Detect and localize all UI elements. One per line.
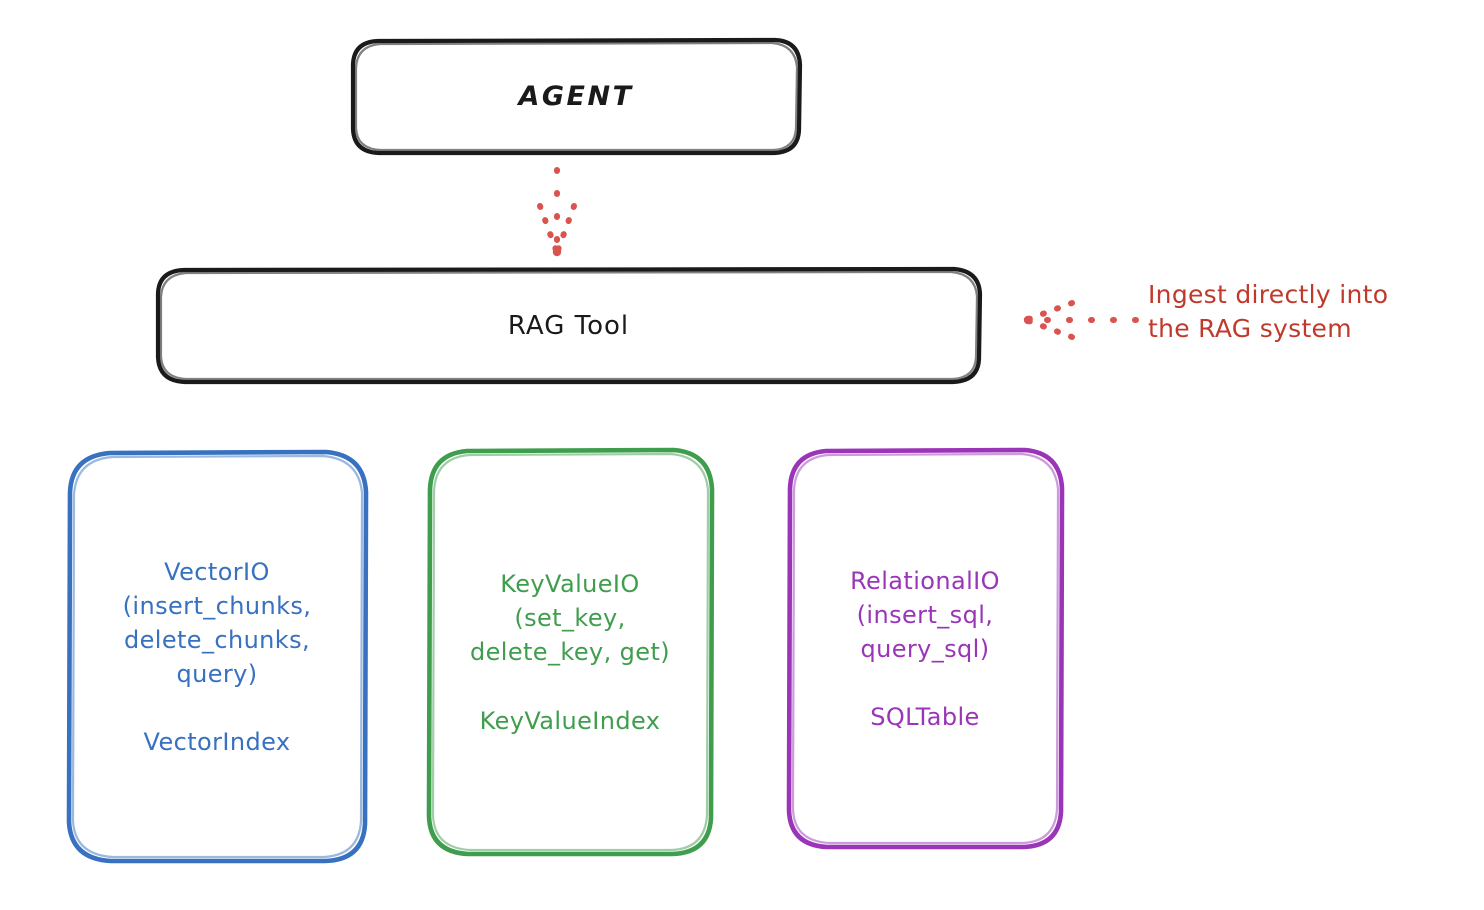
node-rag-tool[interactable]: RAG Tool bbox=[157, 269, 980, 383]
node-agent[interactable]: AGENT bbox=[352, 40, 800, 154]
node-keyvalue-io-label: KeyValueIO (set_key, delete_key, get) Ke… bbox=[469, 570, 671, 735]
annotation-ingest-label: Ingest directly into the RAG system bbox=[1148, 280, 1389, 343]
node-rag-tool-label: RAG Tool bbox=[507, 310, 630, 341]
node-vector-io[interactable]: VectorIO (insert_chunks, delete_chunks, … bbox=[68, 452, 366, 862]
annotation-to-rag-connector bbox=[1023, 300, 1139, 340]
node-relational-io[interactable]: RelationalIO (insert_sql, query_sql) SQL… bbox=[788, 450, 1062, 848]
agent-to-rag-connector bbox=[537, 167, 577, 257]
node-vector-io-label: VectorIO (insert_chunks, delete_chunks, … bbox=[122, 557, 312, 757]
node-relational-io-label: RelationalIO (insert_sql, query_sql) SQL… bbox=[850, 566, 1000, 732]
node-keyvalue-io[interactable]: KeyValueIO (set_key, delete_key, get) Ke… bbox=[428, 450, 712, 855]
node-agent-label: AGENT bbox=[518, 80, 634, 112]
